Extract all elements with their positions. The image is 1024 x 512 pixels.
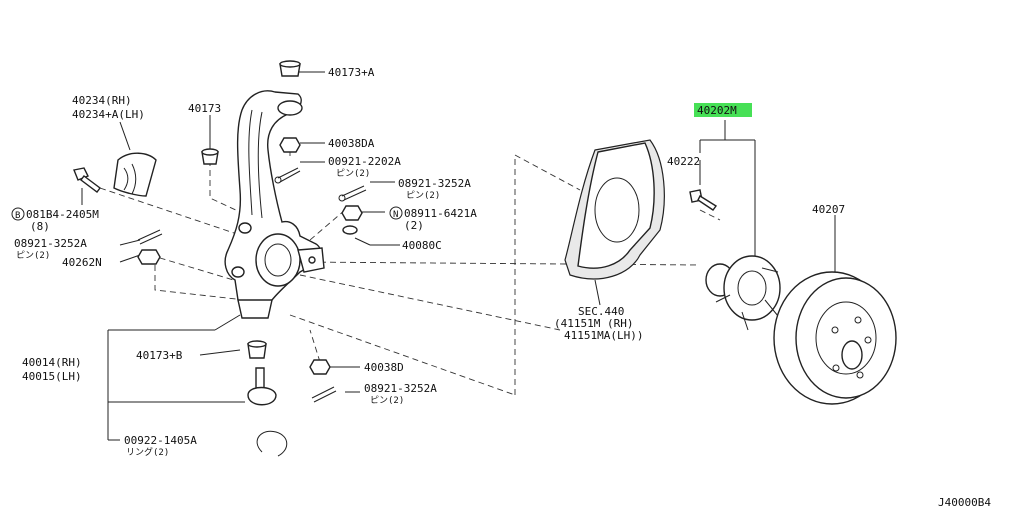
label-08921-3252a-bot[interactable]: 08921-3252A <box>364 382 437 395</box>
circle-n: N <box>393 210 398 220</box>
label-40038da[interactable]: 40038DA <box>328 137 375 150</box>
label-40015[interactable]: 40015(LH) <box>22 370 82 383</box>
cotter-pin-08921-bot <box>311 386 337 403</box>
washer-40080c <box>342 225 358 235</box>
nut-08911 <box>341 205 363 221</box>
snap-ring-00922 <box>256 430 288 457</box>
label-00922-1405a[interactable]: 00922-1405A <box>124 434 197 447</box>
label-n-qty: (2) <box>404 219 424 232</box>
label-41151m[interactable]: (41151M (RH) <box>554 317 633 330</box>
label-40202m[interactable]: 40202M <box>697 104 737 117</box>
label-40014[interactable]: 40014(RH) <box>22 356 82 369</box>
dust-cover-40234 <box>113 152 157 197</box>
bushing-40173a <box>279 60 301 77</box>
selected-part-highlight <box>694 103 752 117</box>
cotter-pin-00921 <box>274 167 301 184</box>
label-08911-6421a[interactable]: 08911-6421A <box>404 207 477 220</box>
label-40038d[interactable]: 40038D <box>364 361 404 374</box>
label-08921-3252a-left[interactable]: 08921-3252A <box>14 237 87 250</box>
label-sec440[interactable]: SEC.440 <box>578 305 624 318</box>
label-40234-rh[interactable]: 40234(RH) <box>72 94 132 107</box>
label-pin2-d: ピン(2) <box>370 395 404 406</box>
label-pin2-c: ピン(2) <box>16 250 50 261</box>
label-40222[interactable]: 40222 <box>667 155 700 168</box>
bushing-40173 <box>201 148 219 165</box>
label-40173[interactable]: 40173 <box>188 102 221 115</box>
label-40207[interactable]: 40207 <box>812 203 845 216</box>
brake-rotor-40207 <box>773 271 897 405</box>
label-40173a[interactable]: 40173+A <box>328 66 375 79</box>
label-pin2-b: ピン(2) <box>406 190 440 201</box>
nut-40262n <box>137 249 161 265</box>
label-40262n[interactable]: 40262N <box>62 256 102 269</box>
label-40173b[interactable]: 40173+B <box>136 349 183 362</box>
label-40080c[interactable]: 40080C <box>402 239 442 252</box>
lower-ball-joint <box>247 367 277 406</box>
label-00921-2202a[interactable]: 00921-2202A <box>328 155 401 168</box>
nut-40038d <box>309 359 331 375</box>
brake-dust-shield <box>564 139 665 280</box>
bolt-081b4 <box>73 167 101 193</box>
label-b-qty: (8) <box>30 220 50 233</box>
diagram-code: J40000B4 <box>938 496 991 509</box>
upper-ball-joint <box>277 100 303 116</box>
steering-knuckle <box>224 90 325 319</box>
hub-bolt-40222 <box>689 189 718 211</box>
wheel-hub-40202m <box>705 255 781 331</box>
label-40234-lh[interactable]: 40234+A(LH) <box>72 108 145 121</box>
cotter-pin-08921-top <box>338 185 367 202</box>
cotter-pin-08921-left <box>137 229 163 245</box>
label-pin2-a: ピン(2) <box>336 168 370 179</box>
nut-40038da <box>279 137 301 153</box>
leader-lines <box>81 71 836 441</box>
bushing-40173b <box>247 340 267 359</box>
label-08921-3252a-top[interactable]: 08921-3252A <box>398 177 471 190</box>
part-labels: 40173+A 40173 40234(RH) 40234+A(LH) 4003… <box>11 66 991 509</box>
circle-b: B <box>15 211 20 221</box>
label-ring2: リング(2) <box>126 446 169 458</box>
label-41151ma[interactable]: 41151MA(LH)) <box>564 329 643 342</box>
label-081b4[interactable]: 081B4-2405M <box>26 208 99 221</box>
